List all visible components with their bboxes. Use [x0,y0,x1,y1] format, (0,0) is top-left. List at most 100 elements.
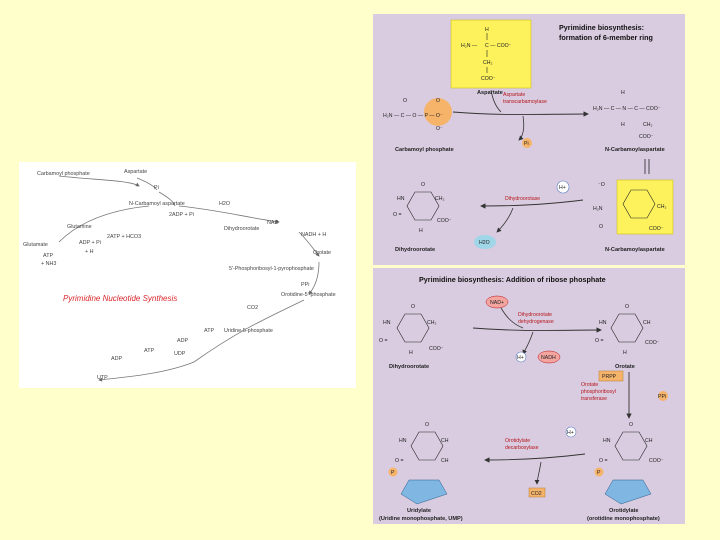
left-label-24: UDP [174,351,186,357]
co2-box [528,487,546,498]
enzyme3-line2: dehydrogenase [518,319,554,325]
water-molecule [474,235,496,249]
uridylate-phosphate [388,467,398,477]
orotidylate-ribose [604,479,652,505]
enzyme4-line2: phosphoribosyl [581,389,616,395]
svg-text:⁻O: ⁻O [598,182,605,188]
water-release-arrow [496,207,514,233]
arrow-8 [193,299,305,363]
svg-text:O =: O = [393,212,402,218]
left-label-21: ATP [204,328,214,334]
svg-text:H: H [621,122,625,128]
svg-text:O: O [421,182,425,188]
hplus-top-label: H+ [559,185,566,191]
svg-text:CH: CH [643,320,651,326]
uridylate-ribose [400,479,448,505]
svg-text:H₂N —: H₂N — [461,43,478,49]
left-label-9: ADP + Pi [79,240,101,246]
aspartate-label: Aspartate [477,90,503,96]
arrow-6 [298,231,320,257]
left-label-6: Glutamine [67,224,92,230]
prpp-label: PRPP [602,374,617,380]
orotidylate-phosphate [594,467,604,477]
pathway-overview-panel: Carbamoyl phosphate Aspartate Pi N-Carba… [19,162,356,388]
svg-text:COO⁻: COO⁻ [481,76,496,82]
carbamoyl-phosphate-highlight [424,98,452,126]
uridylate-p-label: P [391,470,395,476]
left-label-11: ATP [43,253,53,259]
water-label: H2O [479,240,490,246]
nad-join-arrow [500,307,524,329]
co2-release-arrow [534,461,542,485]
svg-text:COO⁻: COO⁻ [645,340,660,346]
nadh-ellipse [537,350,561,364]
hplus-circle-bottom1 [515,351,527,363]
left-label-13: Dihydroorotate [224,226,259,232]
orotidylate-ring-shape [614,431,648,461]
svg-text:CH: CH [441,458,449,464]
arrow-1 [58,175,140,187]
left-title: Pyrimidine Nucleotide Synthesis [63,294,177,303]
left-label-12: + NH3 [41,261,56,267]
bottom-title: Pyrimidine biosynthesis: Addition of rib… [419,275,606,284]
prpp-box [598,370,624,382]
left-label-14: NAD [267,220,278,226]
left-label-8: Glutamate [23,242,48,248]
svg-text:H: H [485,27,489,33]
arrow-5 [58,205,150,243]
top-title-line1: Pyrimidine biosynthesis: [559,23,644,32]
ncarb-ring-highlight [616,179,674,235]
left-label-1: Aspartate [124,169,147,175]
left-label-18: PPi [301,282,309,288]
svg-text:O =: O = [595,338,604,344]
svg-text:COO⁻: COO⁻ [429,346,444,352]
left-label-26: ADP [111,356,122,362]
arrow-7 [308,261,320,295]
svg-text:O: O [599,224,603,230]
arrow-9 [98,361,195,382]
nadh-label: NADH [541,355,556,361]
co2-label: CO2 [531,491,542,497]
left-label-22: Uridine-5-phosphate [224,328,273,334]
svg-text:O: O [425,422,429,428]
dihydroorotate-bottom-label: Dihydroorotate [389,364,429,370]
ncarbamoylaspartate-ring-label: N-Carbamoylaspartate [605,247,665,253]
uridylate-label-line1: Uridylate [407,508,431,514]
svg-text:CH₂: CH₂ [435,196,445,202]
svg-text:O: O [625,304,629,310]
reaction-arrow-2 [480,199,584,209]
svg-text:HN: HN [599,320,607,326]
left-label-19: Orotidine-5'-phosphate [281,292,336,298]
orotidylate-label-line1: Orotidylate [609,508,639,514]
ppi-label: PPi [658,394,666,400]
svg-text:O: O [403,98,407,104]
svg-text:O: O [411,304,415,310]
enzyme5-line2: decarboxylase [505,445,539,451]
svg-text:H: H [623,350,627,356]
left-label-25: ATP [144,348,154,354]
carbamoyl-phosphate-label: Carbamoyl phosphate [395,147,454,153]
svg-text:COO⁻: COO⁻ [649,458,664,464]
svg-text:CH₂: CH₂ [483,60,493,66]
svg-text:H: H [621,90,625,96]
ring-formation-diagram: Pyrimidine biosynthesis: formation of 6-… [383,19,674,253]
svg-text:HN: HN [399,438,407,444]
left-label-16: Orotate [313,250,331,256]
hplus-circle-top [556,180,570,194]
svg-text:H: H [409,350,413,356]
arrow-3 [158,191,176,207]
enzyme1-line2: transcarbamoylase [503,99,547,105]
enzyme3-line1: Dihydroorotate [518,312,552,318]
aspartate-join-arrow [490,89,502,113]
enzyme2-label: Dihydroorotase [505,196,540,202]
orotate-label: Orotate [615,364,635,370]
pi-release-arrow [518,115,525,141]
left-label-7: 2ATP + HCO3 [107,234,141,240]
ppi-circle [658,391,668,401]
hplus1-label: H+ [517,355,524,361]
top-title-line2: formation of 6-member ring [559,33,653,42]
uridylate-ring-shape [410,431,444,461]
left-label-3: N-Carbamoyl aspartate [129,201,185,207]
uridylate-label-line2: (Uridine monophosphate, UMP) [379,516,463,522]
dihydroorotate-top-label: Dihydroorotate [395,247,435,253]
